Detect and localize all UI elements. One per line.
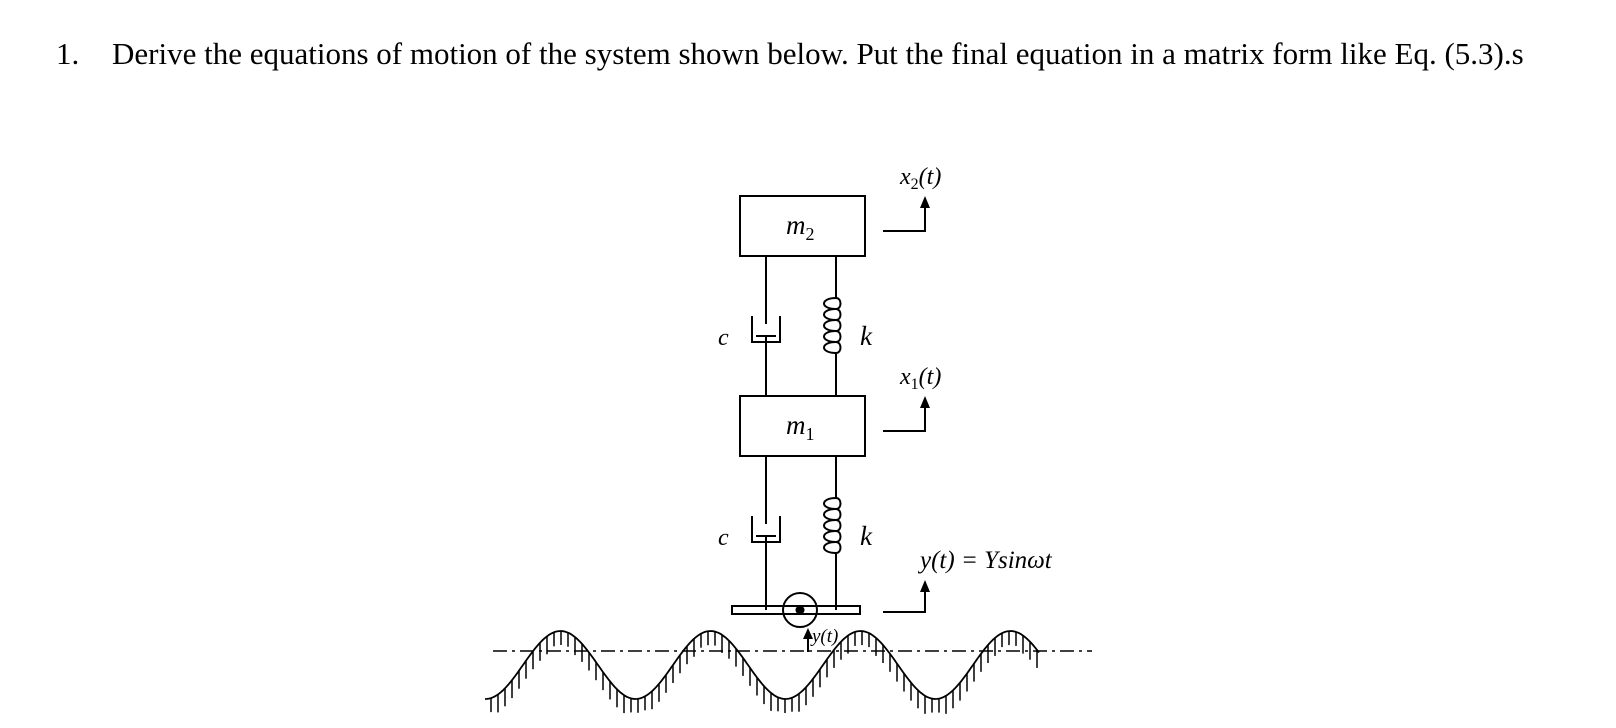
spring-lower xyxy=(823,456,842,610)
damper-upper xyxy=(751,256,781,396)
arrowhead-y-road xyxy=(803,628,813,639)
arrow-y xyxy=(883,588,926,613)
arrowhead-y xyxy=(920,580,930,592)
damper-lower xyxy=(751,456,781,610)
wheel xyxy=(782,592,818,628)
spring-upper xyxy=(823,256,842,396)
base-plate xyxy=(731,605,861,615)
mass-m2-box xyxy=(739,195,866,257)
label-m1: m1 xyxy=(786,410,815,444)
arrow-x2 xyxy=(883,204,926,232)
question-number: 1. xyxy=(56,36,80,71)
label-c-upper: c xyxy=(718,325,729,351)
road-profile xyxy=(484,630,1040,700)
label-k-upper: k xyxy=(860,321,873,351)
road-hatching xyxy=(490,631,1038,714)
label-y-road: y(t) xyxy=(810,626,838,647)
question-text: Derive the equations of motion of the sy… xyxy=(112,36,1524,71)
wheel-hub xyxy=(795,605,805,615)
arrow-x1 xyxy=(883,404,926,432)
label-x1: x1(t) xyxy=(899,364,941,393)
arrowhead-x2 xyxy=(920,196,930,208)
label-y-equation: y(t) = Ysinωt xyxy=(917,547,1053,574)
arrowhead-x1 xyxy=(920,396,930,408)
label-c-lower: c xyxy=(718,525,729,551)
label-k-lower: k xyxy=(860,521,873,551)
label-m2: m2 xyxy=(786,210,815,244)
mass-m1-box xyxy=(739,395,866,457)
label-x2: x2(t) xyxy=(899,164,941,193)
